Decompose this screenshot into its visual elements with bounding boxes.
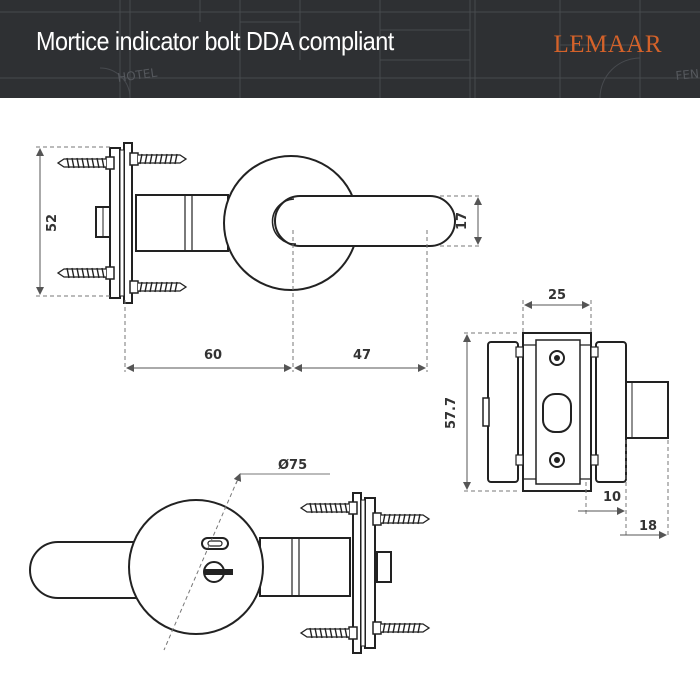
screw-icon [301, 627, 357, 639]
page-title: Mortice indicator bolt DDA compliant [36, 26, 394, 56]
dimension-47-label: 47 [353, 348, 371, 363]
indicator-icon [201, 537, 229, 550]
blueprint-label-hotel: HOTEL [116, 65, 158, 84]
dimension-60-label: 60 [204, 348, 222, 363]
header-banner: HOTEL FEN Mortice indicator bolt DDA com… [0, 0, 700, 98]
brand-logo: LEMAAR [553, 31, 662, 58]
dimension-diameter-label: Ø75 [278, 458, 307, 473]
mortice-bolt-drawing [482, 332, 669, 492]
dimension-52-label: 52 [45, 214, 60, 232]
side-view-drawing [95, 142, 456, 304]
screw-icon [301, 502, 357, 514]
diameter-leader [163, 473, 330, 651]
screw-icon [58, 267, 114, 279]
bottom-view-drawing [29, 492, 392, 654]
dimension-10-label: 10 [603, 490, 621, 505]
screw-icon [129, 152, 187, 166]
technical-drawing: 52 60 47 17 [29, 142, 669, 654]
emergency-release-slot-icon [203, 561, 233, 583]
dimension-guides-top [36, 146, 482, 372]
screw-icon [58, 157, 114, 169]
blueprint-label-fen: FEN [675, 67, 700, 83]
screw-icon [372, 512, 430, 526]
dimension-17-label: 17 [455, 212, 470, 230]
dimension-guides-right [464, 300, 669, 538]
screw-icon [129, 280, 187, 294]
dimension-18-label: 18 [639, 519, 657, 534]
dimension-57-7-label: 57.7 [444, 397, 459, 429]
dimension-25-label: 25 [548, 288, 566, 303]
mortice-screw-holes [549, 350, 565, 468]
blueprint-background: HOTEL FEN [0, 0, 700, 98]
screw-icon [372, 621, 430, 635]
